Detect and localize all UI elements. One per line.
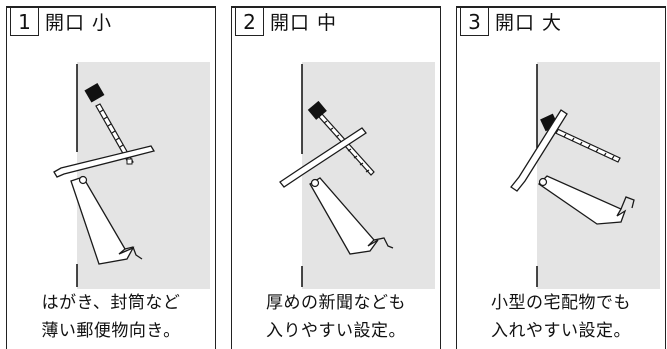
flap-hook bbox=[373, 237, 394, 249]
panel-title: 開口 中 bbox=[270, 12, 338, 34]
panel-title: 開口 大 bbox=[495, 12, 563, 34]
caption-line: 薄い郵便物向き。 bbox=[41, 321, 181, 341]
caption-line: 入れやすい設定。 bbox=[491, 321, 631, 341]
hinge-pivot-icon bbox=[78, 175, 88, 185]
flap-diagram-small bbox=[53, 62, 210, 289]
flap-top-bar bbox=[510, 109, 568, 192]
panel-small-opening: 1 開口 小 はがき、封筒など 薄い郵便物向き。 bbox=[6, 6, 216, 349]
panel-top-border bbox=[231, 6, 441, 8]
panel-top-border bbox=[456, 6, 666, 8]
step-number: 3 bbox=[468, 9, 481, 34]
flap-body bbox=[309, 177, 379, 255]
caption-line: 厚めの新聞なども bbox=[266, 293, 406, 313]
panel-large-opening: 3 開口 大 小型の宅配物でも 入れやすい設定。 bbox=[456, 6, 666, 349]
adjuster-knob-icon bbox=[307, 100, 327, 120]
adjuster-knob-icon bbox=[84, 82, 105, 103]
panel-title: 開口 小 bbox=[45, 12, 113, 34]
caption-line: 小型の宅配物でも bbox=[491, 293, 631, 313]
interior-shading bbox=[537, 62, 660, 289]
hinge-pivot-icon bbox=[538, 177, 548, 187]
flap-hook bbox=[124, 246, 143, 260]
panel-caption: はがき、封筒など 薄い郵便物向き。 bbox=[7, 289, 215, 345]
step-number-badge: 1 bbox=[10, 7, 39, 36]
flap-hook bbox=[620, 196, 635, 210]
rod-clip bbox=[126, 158, 133, 165]
flap-diagram-large bbox=[510, 62, 660, 289]
hinge-pivot-icon bbox=[310, 178, 320, 188]
flap-top-bar bbox=[53, 145, 156, 178]
caption-line: はがき、封筒など bbox=[41, 293, 181, 313]
flap-top-bar bbox=[279, 127, 367, 188]
step-number: 1 bbox=[18, 9, 31, 34]
flap-body bbox=[537, 175, 627, 225]
caption-line: 入りやすい設定。 bbox=[266, 321, 406, 341]
panel-caption: 厚めの新聞なども 入りやすい設定。 bbox=[232, 289, 440, 345]
step-number-badge: 2 bbox=[235, 7, 264, 36]
panel-medium-opening: 2 開口 中 厚めの新聞なども 入りやすい設定。 bbox=[231, 6, 441, 349]
flap-body bbox=[70, 176, 135, 265]
interior-shading bbox=[302, 62, 435, 289]
flap-diagram-medium bbox=[279, 62, 435, 289]
panel-caption: 小型の宅配物でも 入れやすい設定。 bbox=[457, 289, 665, 345]
step-number-badge: 3 bbox=[460, 7, 489, 36]
step-number: 2 bbox=[243, 9, 256, 34]
panel-top-border bbox=[6, 6, 216, 8]
